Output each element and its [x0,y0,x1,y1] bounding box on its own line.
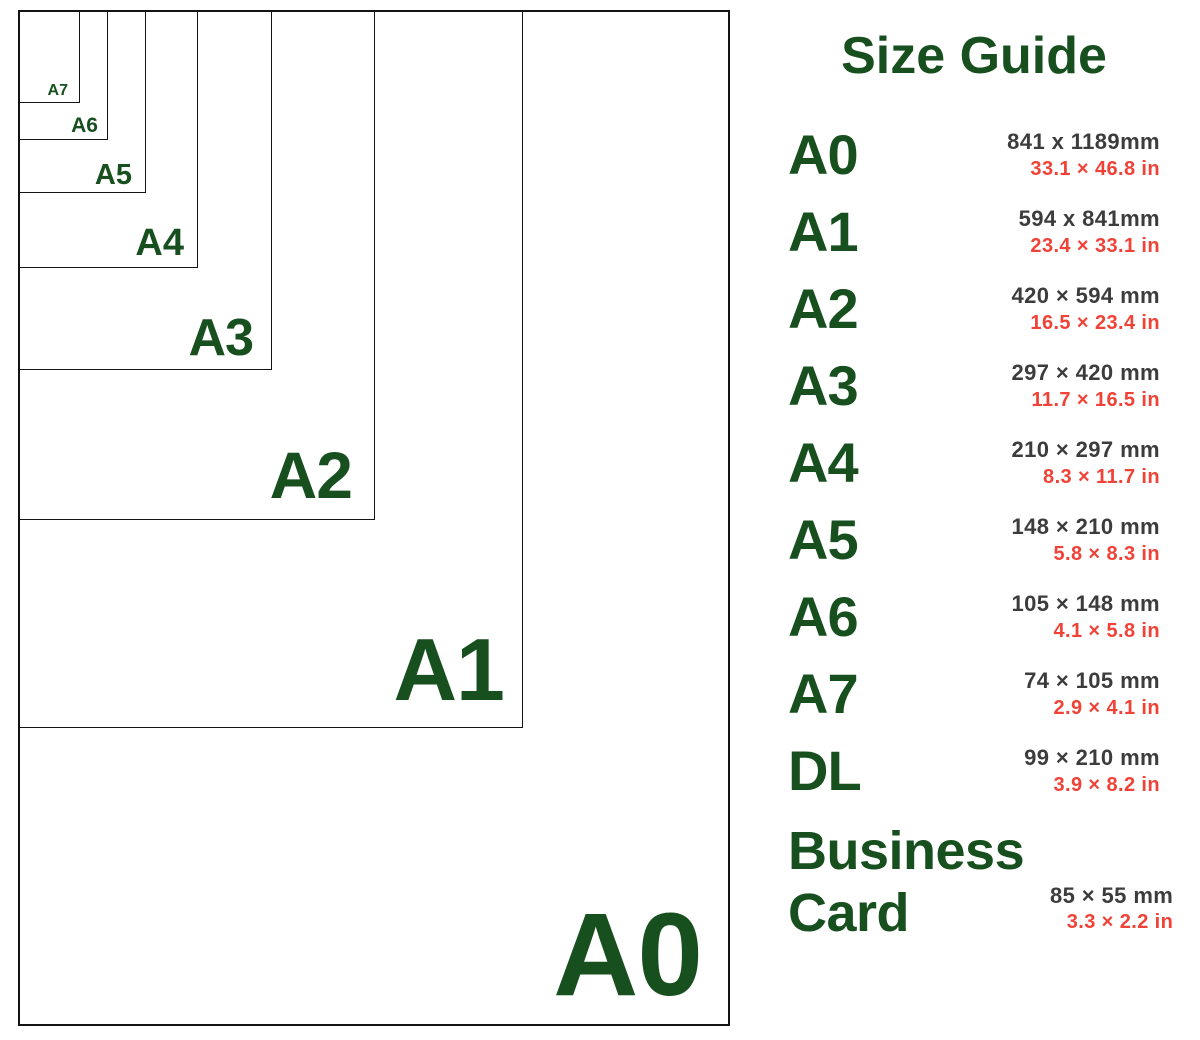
paper-rect-a0: A0 [18,10,730,1026]
size-mm-a5: 148 × 210 mm [1011,514,1160,540]
size-label-a1: A1 [788,200,859,264]
paper-rect-label-a6: A6 [71,114,98,137]
size-row-a6: A6 105 × 148 mm 4.1 × 5.8 in [788,589,1160,645]
size-mm-a7: 74 × 105 mm [1024,668,1160,694]
size-mm-a4: 210 × 297 mm [1011,437,1160,463]
paper-rect-a7: A7 [18,10,80,103]
size-guide-title: Size Guide [841,27,1107,85]
size-mm-a1: 594 x 841mm [1018,206,1160,232]
size-mm-a0: 841 x 1189mm [1007,129,1160,155]
size-dimensions-dl: 99 × 210 mm 3.9 × 8.2 in [1024,744,1160,798]
size-label-a7: A7 [788,662,859,726]
size-row-a5: A5 148 × 210 mm 5.8 × 8.3 in [788,512,1160,568]
size-row-a7: A7 74 × 105 mm 2.9 × 4.1 in [788,666,1160,722]
size-mm-business-card: 85 × 55 mm [1050,882,1174,908]
paper-rect-label-a0: A0 [553,889,703,1021]
size-inches-a0: 33.1 × 46.8 in [1030,157,1160,180]
size-label-a2: A2 [788,277,859,341]
size-mm-a2: 420 × 594 mm [1011,283,1160,309]
paper-rect-label-a7: A7 [47,82,68,99]
size-mm-dl: 99 × 210 mm [1024,745,1160,771]
size-inches-a6: 4.1 × 5.8 in [1053,619,1160,642]
size-guide-panel: Size Guide A0 841 x 1189mm 33.1 × 46.8 i… [788,27,1173,965]
size-inches-business-card: 3.3 × 2.2 in [1066,911,1174,934]
paper-rect-label-a2: A2 [269,438,353,512]
size-row-business-card: Business Card 85 × 55 mm 3.3 × 2.2 in [788,820,1173,944]
size-label-dl: DL [788,739,862,803]
size-row-dl: DL 99 × 210 mm 3.9 × 8.2 in [788,743,1160,799]
size-dimensions-a1: 594 x 841mm 23.4 × 33.1 in [1019,205,1160,259]
size-inches-a5: 5.8 × 8.3 in [1053,542,1160,565]
size-inches-a7: 2.9 × 4.1 in [1053,696,1160,719]
size-label-a6: A6 [788,585,859,649]
size-label-business-card: Business Card [788,821,1025,944]
size-mm-a3: 297 × 420 mm [1011,360,1160,386]
paper-rect-label-a3: A3 [188,309,254,367]
paper-rect-label-a5: A5 [94,159,132,191]
size-dimensions-a3: 297 × 420 mm 11.7 × 16.5 in [1011,359,1160,413]
size-label-a5: A5 [788,508,859,572]
size-inches-a2: 16.5 × 23.4 in [1030,311,1160,334]
size-dimensions-a0: 841 x 1189mm 33.1 × 46.8 in [1007,128,1160,182]
paper-rect-label-a4: A4 [135,222,184,264]
size-mm-a6: 105 × 148 mm [1011,591,1160,617]
size-label-a3: A3 [788,354,859,418]
paper-rect-label-a1: A1 [393,620,505,719]
size-dimensions-a4: 210 × 297 mm 8.3 × 11.7 in [1011,436,1160,490]
size-row-a1: A1 594 x 841mm 23.4 × 33.1 in [788,204,1160,260]
size-dimensions-a6: 105 × 148 mm 4.1 × 5.8 in [1011,590,1160,644]
size-inches-a4: 8.3 × 11.7 in [1043,465,1160,488]
size-row-a0: A0 841 x 1189mm 33.1 × 46.8 in [788,127,1160,183]
size-label-a4: A4 [788,431,859,495]
size-inches-a1: 23.4 × 33.1 in [1030,234,1160,257]
size-inches-a3: 11.7 × 16.5 in [1031,388,1160,411]
size-dimensions-a5: 148 × 210 mm 5.8 × 8.3 in [1011,513,1160,567]
size-row-a2: A2 420 × 594 mm 16.5 × 23.4 in [788,281,1160,337]
size-dimensions-a7: 74 × 105 mm 2.9 × 4.1 in [1024,667,1160,721]
paper-sizes-diagram: A0 A1 A2 A3 A4 A5 A6 A7 [18,10,730,1026]
size-dimensions-business-card: 85 × 55 mm 3.3 × 2.2 in [1050,882,1173,936]
size-row-a4: A4 210 × 297 mm 8.3 × 11.7 in [788,435,1160,491]
size-label-a0: A0 [788,123,859,187]
size-row-a3: A3 297 × 420 mm 11.7 × 16.5 in [788,358,1160,414]
size-inches-dl: 3.9 × 8.2 in [1053,773,1160,796]
size-dimensions-a2: 420 × 594 mm 16.5 × 23.4 in [1011,282,1160,336]
